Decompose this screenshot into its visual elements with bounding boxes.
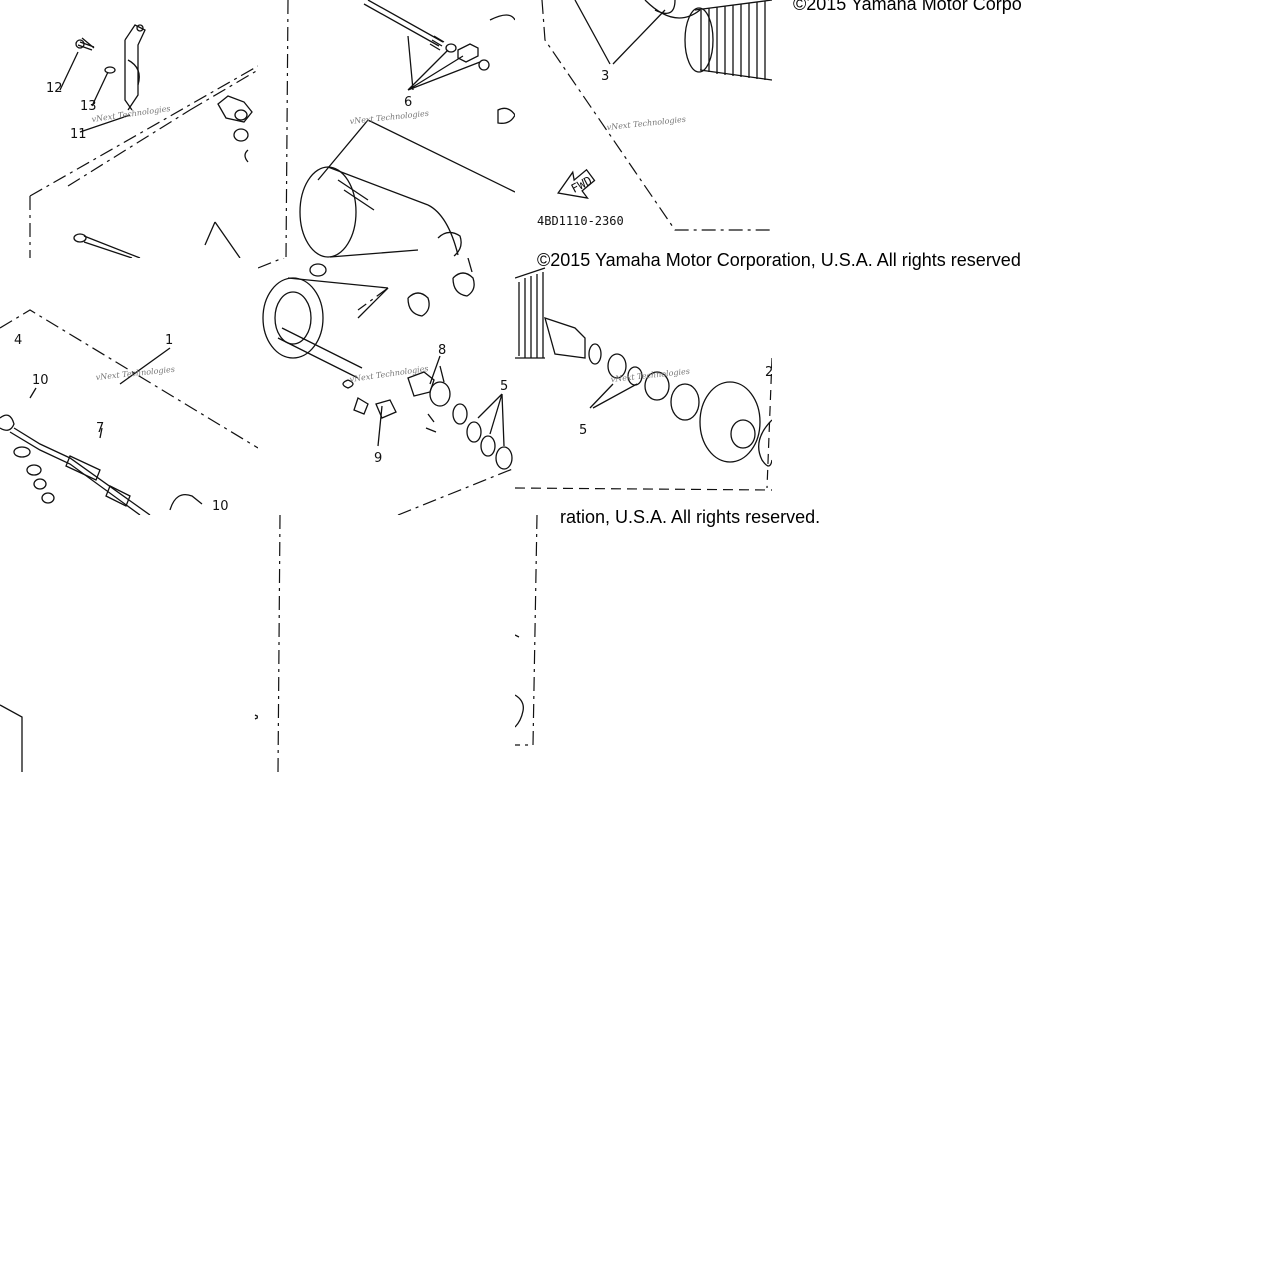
copyright-fragment-top: ©2015 Yamaha Motor Corpo bbox=[793, 0, 1022, 14]
callout-3: 3 bbox=[601, 69, 609, 84]
diagram-tile-cable: 4 10 1 7 10 vNext Technologies bbox=[0, 258, 258, 515]
copyright-fragment-low: ration, U.S.A. All rights reserved. bbox=[560, 507, 821, 527]
callout-1: 1 bbox=[165, 333, 173, 348]
diagram-tile-starter-body: 6 vNext Technologies bbox=[258, 0, 515, 258]
diagram-tile-bracket: 12 13 11 vNext Technologies bbox=[0, 0, 258, 258]
callout-12: 12 bbox=[46, 81, 63, 96]
callout-7: 7 bbox=[96, 421, 104, 436]
callout-10-b: 10 bbox=[212, 499, 229, 514]
watermark-text: vNext Technologies bbox=[606, 115, 686, 132]
callout-2: 2 bbox=[765, 365, 772, 380]
diagram-tile-lower-right bbox=[515, 515, 772, 772]
copyright-fragment-mid: ©2015 Yamaha Motor Corporation, U.S.A. A… bbox=[537, 250, 1021, 270]
fwd-label: FWD bbox=[569, 173, 595, 196]
callout-5-a: 5 bbox=[500, 379, 508, 394]
callout-6: 6 bbox=[404, 95, 412, 110]
callout-13: 13 bbox=[80, 99, 97, 114]
diagram-tile-brush-holder: 8 9 5 vNext Technologies bbox=[258, 258, 515, 515]
callout-11: 11 bbox=[70, 127, 87, 142]
diagram-tile-armature: FWD 3 4BD1110-2360 vNext Technologies bbox=[515, 0, 772, 258]
diagram-tile-lower-middle bbox=[258, 515, 515, 772]
diagram-tile-lower-left bbox=[0, 515, 258, 772]
callout-5-b: 5 bbox=[579, 423, 587, 438]
watermark-text: vNext Technologies bbox=[91, 104, 171, 124]
callout-4: 4 bbox=[14, 333, 22, 348]
part-code: 4BD1110-2360 bbox=[537, 214, 624, 228]
diagram-tile-clutch: 5 2 vNext Technologies bbox=[515, 258, 772, 515]
fwd-arrow-icon bbox=[557, 168, 596, 199]
watermark-text: vNext Technologies bbox=[95, 365, 175, 382]
callout-9: 9 bbox=[374, 451, 382, 466]
callout-8: 8 bbox=[438, 343, 446, 358]
watermark-text: vNext Technologies bbox=[610, 367, 690, 384]
callout-10-a: 10 bbox=[32, 373, 49, 388]
watermark-text: vNext Technologies bbox=[349, 109, 429, 126]
